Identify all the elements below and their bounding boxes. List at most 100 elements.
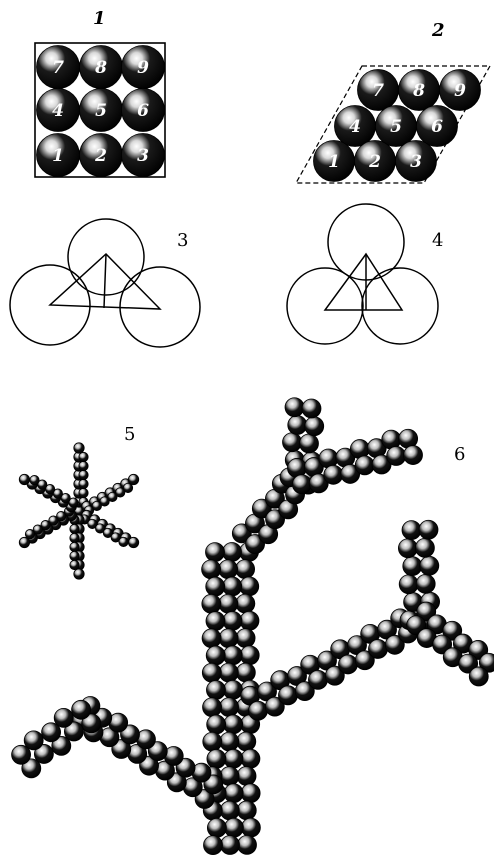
ball-number: 5 bbox=[95, 101, 107, 121]
dendrite-ball bbox=[224, 749, 243, 768]
dendrite-ball bbox=[241, 784, 260, 803]
figure-3-altitude bbox=[104, 254, 106, 308]
figure-4-left-circle bbox=[287, 268, 363, 344]
dendrite-ball bbox=[224, 784, 243, 803]
dendrite-ball bbox=[236, 629, 255, 648]
figure-1-label: 1 bbox=[93, 8, 106, 29]
dendrite-ball bbox=[420, 556, 439, 575]
dendrite-ball bbox=[219, 594, 238, 613]
dendrite-ball bbox=[220, 732, 239, 751]
dendrite-ball bbox=[248, 701, 267, 720]
dendrite-ball bbox=[398, 539, 417, 558]
dendrite-ball bbox=[42, 723, 61, 742]
snowflake-ball bbox=[70, 560, 79, 569]
ball-number: 6 bbox=[137, 101, 149, 121]
snowflake-ball bbox=[123, 483, 132, 492]
snowflake-ball bbox=[25, 529, 34, 538]
dendrite-ball bbox=[222, 542, 241, 561]
dendrite-ball bbox=[202, 629, 221, 648]
dendrite-ball bbox=[224, 715, 243, 734]
ball-number: 2 bbox=[94, 146, 107, 166]
dendrite-ball bbox=[416, 574, 435, 593]
ball-number: 6 bbox=[431, 117, 443, 137]
dendrite-ball bbox=[308, 670, 327, 689]
dendrite-ball bbox=[207, 818, 226, 837]
figure-5-snowflake bbox=[19, 443, 139, 579]
ball-number: 8 bbox=[94, 58, 107, 78]
figure-3: 3 bbox=[10, 219, 200, 347]
dendrite-ball bbox=[219, 629, 238, 648]
figure-4-triangle bbox=[325, 254, 402, 310]
dendrite-ball bbox=[338, 655, 357, 674]
dendrite-ball bbox=[220, 801, 239, 820]
dendrite-ball bbox=[285, 398, 304, 417]
figure-4-label: 4 bbox=[432, 230, 443, 251]
dendrite-ball bbox=[403, 557, 422, 576]
figure-3-label: 3 bbox=[177, 230, 188, 251]
dendrite-ball bbox=[288, 416, 307, 435]
figure-5-label: 5 bbox=[124, 424, 135, 445]
figure-4: 4 bbox=[287, 204, 443, 344]
dendrite-ball bbox=[402, 521, 421, 540]
ball-number: 4 bbox=[349, 117, 361, 137]
dendrite-ball bbox=[72, 700, 91, 719]
ball-number: 8 bbox=[412, 81, 425, 101]
dendrite-ball bbox=[292, 475, 311, 494]
dendrite-ball bbox=[237, 766, 256, 785]
dendrite-ball bbox=[219, 663, 238, 682]
snowflake-ball bbox=[119, 537, 128, 546]
snowflake-ball bbox=[30, 475, 39, 484]
dendrite-ball bbox=[223, 680, 242, 699]
dendrite-ball bbox=[221, 836, 240, 855]
dendrite-ball bbox=[415, 538, 434, 557]
dendrite-ball bbox=[202, 560, 221, 579]
snowflake-ball bbox=[19, 537, 29, 547]
ball-number: 1 bbox=[328, 152, 340, 172]
dendrite-ball bbox=[324, 465, 343, 484]
dendrite-ball bbox=[237, 835, 256, 854]
dendrite-ball bbox=[278, 686, 297, 705]
ball-number: 7 bbox=[372, 81, 384, 101]
snowflake-ball bbox=[70, 533, 79, 542]
dendrite-ball bbox=[387, 446, 406, 465]
dendrite-ball bbox=[241, 749, 260, 768]
ball-number: 3 bbox=[137, 146, 149, 166]
dendrite-ball bbox=[404, 446, 423, 465]
dendrite-ball bbox=[302, 399, 321, 418]
dendrite-ball bbox=[219, 560, 238, 579]
snowflake-ball bbox=[79, 488, 88, 497]
ball-number: 5 bbox=[390, 117, 402, 137]
snowflake-ball bbox=[70, 542, 79, 551]
snowflake-ball bbox=[79, 461, 88, 470]
snowflake-ball bbox=[74, 569, 84, 579]
dendrite-ball bbox=[207, 749, 226, 768]
snowflake-ball bbox=[70, 551, 79, 560]
dendrite-ball bbox=[355, 456, 374, 475]
snowflake-ball bbox=[70, 524, 79, 533]
ball-number: 3 bbox=[410, 152, 422, 172]
dendrite-ball bbox=[240, 611, 259, 630]
figure-5: 5 bbox=[19, 424, 139, 579]
dendrite-ball bbox=[223, 611, 242, 630]
dendrite-ball bbox=[207, 715, 226, 734]
dendrite-ball bbox=[240, 577, 259, 596]
ball-number: 1 bbox=[52, 146, 64, 166]
dendrite-ball bbox=[299, 434, 318, 453]
dendrite-ball bbox=[202, 594, 221, 613]
figure-2: 2 789456123 bbox=[296, 20, 490, 183]
figure-3-right-circle bbox=[120, 267, 200, 347]
dendrite-ball bbox=[399, 575, 418, 594]
dendrite-ball bbox=[206, 543, 225, 562]
dendrite-ball bbox=[206, 646, 225, 665]
dendrite-ball bbox=[202, 663, 221, 682]
ball-number: 9 bbox=[454, 81, 466, 101]
dendrite-ball bbox=[241, 818, 260, 837]
dendrite-ball bbox=[223, 646, 242, 665]
dendrite-ball bbox=[236, 560, 255, 579]
ball-number: 9 bbox=[137, 58, 149, 78]
dendrite-ball bbox=[12, 745, 31, 764]
